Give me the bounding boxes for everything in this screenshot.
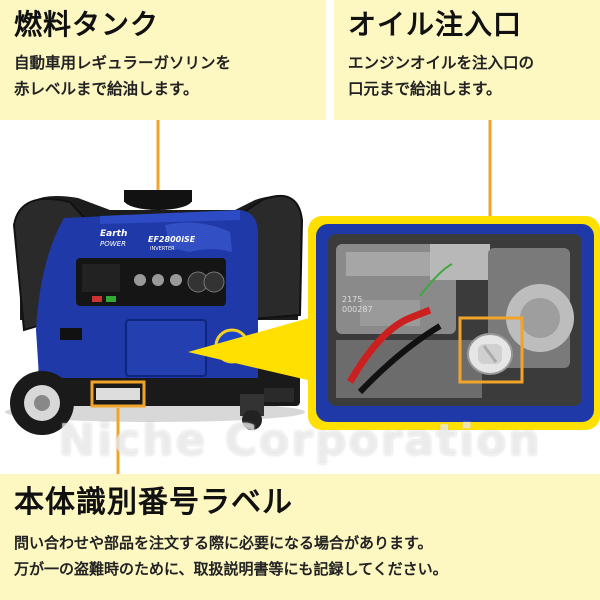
model-name: EF2800iSE [148, 235, 196, 244]
brand-line-2: POWER [100, 240, 126, 248]
id-label-panel: 本体識別番号ラベル 問い合わせや部品を注文する際に必要になる場合があります。 万… [0, 474, 600, 600]
model-type: INVERTER [150, 246, 175, 252]
oil-desc-line-1: エンジンオイルを注入口の [348, 54, 535, 72]
product-illustration: 2175 000287 Earth POWER EF2800iSE INVERT… [5, 120, 600, 474]
fuel-desc-line-2: 赤レベルまで給油します。 [14, 80, 199, 98]
fuel-tank-title: 燃料タンク [14, 8, 160, 41]
id-label-highlight [90, 380, 146, 408]
fuel-tank-description: 自動車用レギュラーガソリンを 赤レベルまで給油します。 [14, 50, 326, 102]
oil-desc-line-2: 口元まで給油します。 [348, 80, 502, 98]
oil-inlet-panel: オイル注入口 エンジンオイルを注入口の 口元まで給油します。 [334, 0, 600, 120]
brand-line-1: Earth [100, 229, 127, 239]
oil-inlet-description: エンジンオイルを注入口の 口元まで給油します。 [348, 50, 600, 102]
generator [5, 190, 305, 435]
id-label-description: 問い合わせや部品を注文する際に必要になる場合があります。 万が一の盗難時のために… [14, 530, 600, 582]
engine-serial-1: 2175 [342, 295, 362, 304]
label-desc-line-2: 万が一の盗難時のために、取扱説明書等にも記録してください。 [14, 560, 448, 578]
id-label-title: 本体識別番号ラベル [14, 485, 293, 520]
label-desc-line-1: 問い合わせや部品を注文する際に必要になる場合があります。 [14, 534, 433, 552]
fuel-tank-panel: 燃料タンク 自動車用レギュラーガソリンを 赤レベルまで給油します。 [0, 0, 326, 120]
callout-wedge [188, 316, 316, 382]
engine-serial-2: 000287 [342, 305, 373, 314]
product-stage: 2175 000287 Earth POWER EF2800iSE INVERT… [0, 120, 600, 474]
fuel-desc-line-1: 自動車用レギュラーガソリンを [14, 54, 232, 72]
watermark: Niche Corporation [58, 415, 542, 466]
oil-inlet-inset: 2175 000287 [308, 216, 600, 430]
oil-inlet-title: オイル注入口 [348, 8, 523, 41]
oil-cap-highlight [458, 316, 524, 384]
oil-cap [467, 333, 513, 375]
